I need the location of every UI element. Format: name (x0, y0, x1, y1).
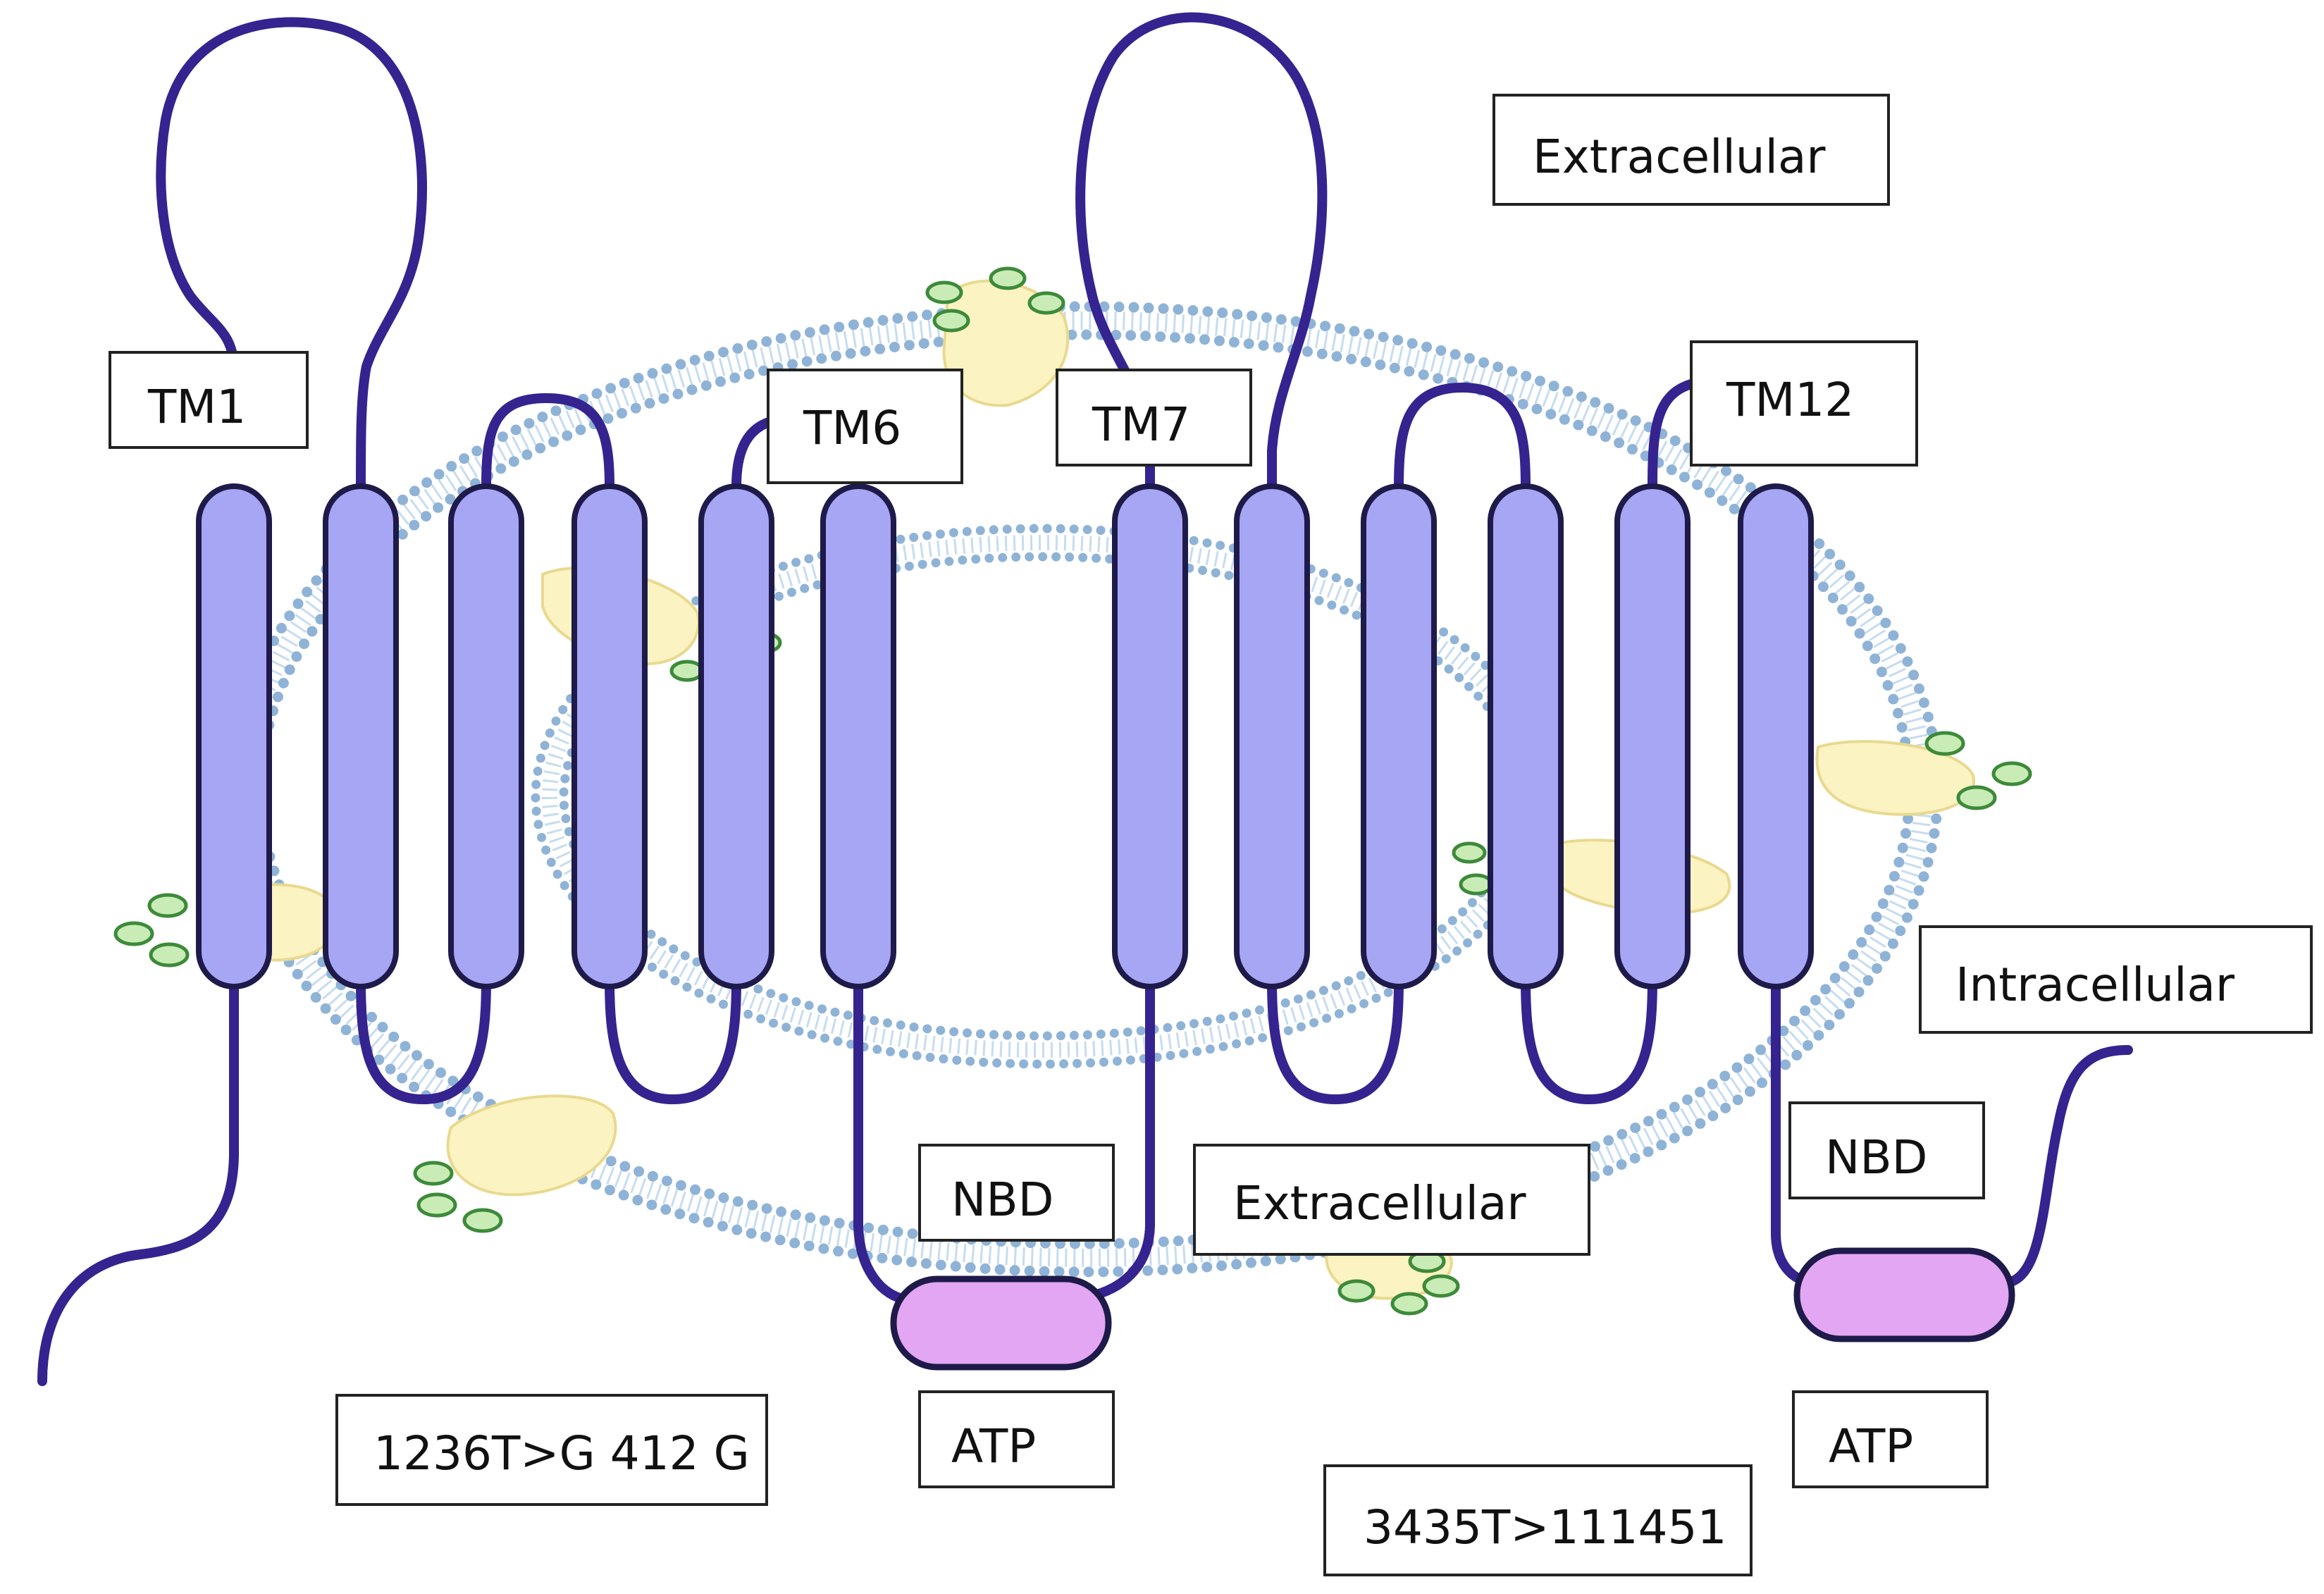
extracellular-loop-4 (1075, 12, 1328, 491)
label-intracellular: Intracellular (1919, 925, 2313, 1034)
transmembrane-helix-2 (323, 483, 399, 989)
transmembrane-helix-12 (1738, 483, 1814, 989)
transmembrane-helix-10 (1488, 483, 1564, 989)
label-atp-left-text: ATP (951, 1419, 1036, 1473)
label-tm1: TM1 (109, 351, 309, 449)
label-tm7: TM7 (1056, 369, 1252, 467)
transmembrane-helix-4 (571, 483, 648, 989)
transmembrane-helix-6 (820, 483, 896, 989)
label-atp-right: ATP (1792, 1390, 1989, 1488)
intracellular-loop-1 (356, 975, 491, 1104)
label-tm6-text: TM6 (803, 401, 901, 455)
transmembrane-helices (196, 483, 1814, 989)
label-snp-1236: 1236T>G 412 G (335, 1394, 768, 1506)
transmembrane-helix-1 (196, 483, 272, 989)
label-nbd-right-text: NBD (1825, 1130, 1927, 1185)
label-intracellular-text: Intracellular (1955, 958, 2235, 1012)
label-extracellular-top: Extracellular (1492, 94, 1890, 206)
extracellular-loop-5 (1394, 383, 1531, 491)
label-extracellular-mid-text: Extracellular (1233, 1176, 1526, 1230)
transmembrane-helix-3 (448, 483, 524, 989)
membrane-protein-top (925, 266, 1070, 407)
label-tm7-text: TM7 (1092, 397, 1190, 452)
intracellular-loop-2 (605, 975, 741, 1104)
intracellular-loop-4 (1521, 975, 1657, 1104)
label-snp-3435-text: 3435T>111451 (1364, 1500, 1727, 1555)
label-nbd-left: NBD (918, 1144, 1115, 1242)
label-atp-right-text: ATP (1829, 1419, 1913, 1473)
transmembrane-helix-8 (1234, 483, 1310, 989)
label-nbd-left-text: NBD (951, 1173, 1053, 1227)
nucleotide-binding-domains (890, 1247, 2015, 1371)
transmembrane-helix-11 (1614, 483, 1691, 989)
intracellular-loop-3 (1267, 975, 1404, 1104)
label-nbd-right: NBD (1788, 1101, 1985, 1199)
label-snp-3435: 3435T>111451 (1323, 1464, 1753, 1576)
transmembrane-helix-9 (1361, 483, 1437, 989)
transmembrane-helix-7 (1112, 483, 1188, 989)
label-tm12-text: TM12 (1726, 373, 1854, 427)
membrane-protein-bottom-left (413, 1094, 617, 1233)
extracellular-loop-1 (156, 17, 427, 491)
extracellular-loop-2 (481, 393, 614, 491)
polypeptide-chain (37, 12, 2133, 1386)
label-extracellular-top-text: Extracellular (1533, 130, 1826, 184)
label-extracellular-mid: Extracellular (1193, 1144, 1590, 1256)
extracellular-loop-6 (1648, 379, 1696, 491)
n-terminus-tail (37, 975, 239, 1386)
label-tm6: TM6 (767, 369, 963, 484)
atp-binding-domain-left (890, 1275, 1112, 1371)
label-atp-left: ATP (918, 1390, 1115, 1488)
membrane-protein-right (1815, 731, 2032, 816)
atp-binding-domain-right (1793, 1247, 2015, 1342)
label-snp-1236-text: 1236T>G 412 G (373, 1426, 750, 1481)
label-tm1-text: TM1 (147, 380, 246, 434)
transmembrane-helix-5 (698, 483, 774, 989)
label-boxes: TM1 TM6 TM7 TM12 Extracellular Intracell… (109, 94, 2313, 1576)
label-tm12: TM12 (1690, 340, 1918, 467)
